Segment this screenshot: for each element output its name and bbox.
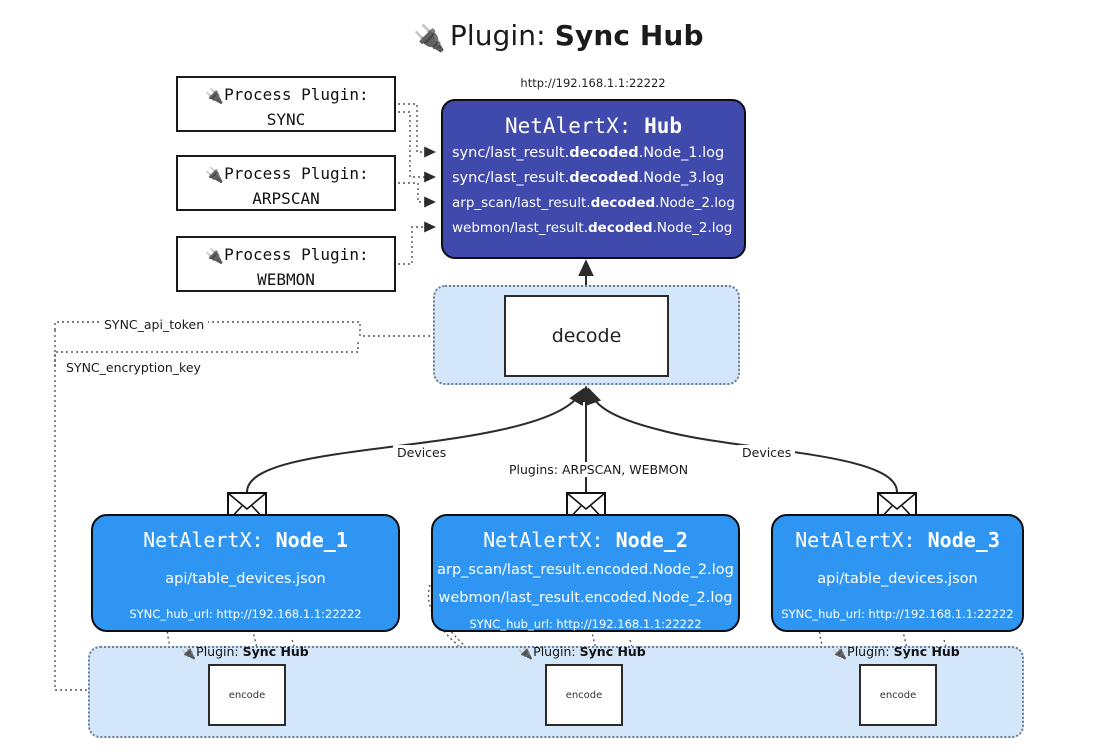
plugin-cluster-node-1: 🔌Plugin: Sync Hub encode	[145, 644, 345, 738]
hub-log-post: .Node_2.log	[655, 195, 735, 211]
process-plugin-name: WEBMON	[257, 270, 315, 289]
process-plugin-sync-box[interactable]: 🔌Process Plugin: SYNC	[176, 76, 396, 132]
process-plugin-webmon-box[interactable]: 🔌Process Plugin: WEBMON	[176, 236, 396, 292]
page-title-name: Sync Hub	[554, 19, 704, 52]
hub-log-line: sync/last_result.decoded.Node_1.log	[443, 141, 744, 166]
process-plugin-name: ARPSCAN	[252, 189, 320, 208]
encode-box[interactable]: encode	[208, 664, 286, 726]
hub-title: NetAlertX: Hub	[443, 111, 744, 141]
node-hub-url-label: SYNC_hub_url: http://192.168.1.1:22222	[781, 607, 1014, 621]
process-plugin-title: Process Plugin:	[224, 85, 369, 104]
hub-node[interactable]: NetAlertX: Hub sync/last_result.decoded.…	[441, 99, 746, 259]
process-plugin-label: 🔌Process Plugin:	[178, 83, 394, 108]
plugin-cluster-node-3: 🔌Plugin: Sync Hub encode	[796, 644, 996, 738]
page-title: 🔌Plugin: Sync Hub	[0, 16, 1117, 59]
process-plugin-title: Process Plugin:	[224, 164, 369, 183]
hub-log-post: .Node_2.log	[652, 220, 733, 236]
plugin-cluster-label: 🔌Plugin: Sync Hub	[482, 644, 682, 660]
hub-log-strong: decoded	[590, 195, 656, 211]
hub-log-line: webmon/last_result.decoded.Node_2.log	[443, 216, 744, 241]
process-plugin-label: 🔌Process Plugin:	[178, 162, 394, 187]
hub-title-prefix: NetAlertX:	[504, 114, 632, 138]
plugin-cluster-name: Sync Hub	[579, 644, 646, 659]
node-hub-url-label: SYNC_hub_url: http://192.168.1.1:22222	[469, 617, 702, 631]
plugin-cluster-prefix: Plugin:	[847, 644, 890, 659]
hub-log-strong: decoded	[569, 145, 639, 161]
node-title-prefix: NetAlertX:	[483, 528, 604, 552]
node-title-name: Node_1	[275, 528, 348, 552]
node-resource-line: api/table_devices.json	[817, 571, 978, 587]
node-title-prefix: NetAlertX:	[795, 528, 916, 552]
edge-label-encryption-key: SYNC_encryption_key	[62, 360, 205, 375]
hub-log-pre: sync/last_result.	[452, 170, 570, 186]
node-title-name: Node_2	[615, 528, 688, 552]
hub-url-label: http://192.168.1.1:22222	[520, 76, 666, 90]
plug-icon: 🔌	[205, 247, 225, 265]
plugin-cluster-label: 🔌Plugin: Sync Hub	[796, 644, 996, 660]
hub-log-pre: webmon/last_result.	[452, 220, 589, 236]
hub-log-post: .Node_1.log	[638, 145, 725, 161]
node-resource-line: arp_scan/last_result.encoded.Node_2.log	[437, 562, 734, 578]
decode-box[interactable]: decode	[504, 295, 669, 377]
node-title: NetAlertX: Node_1	[93, 524, 398, 556]
node-resource-line: webmon/last_result.encoded.Node_2.log	[438, 590, 733, 606]
process-plugin-arpscan-box[interactable]: 🔌Process Plugin: ARPSCAN	[176, 155, 396, 211]
hub-log-pre: arp_scan/last_result.	[452, 195, 591, 211]
process-plugin-name: SYNC	[266, 110, 306, 129]
node-title: NetAlertX: Node_3	[773, 524, 1022, 556]
plug-icon: 🔌	[832, 646, 848, 660]
node-box-node-3[interactable]: NetAlertX: Node_3 api/table_devices.json…	[771, 514, 1024, 632]
edge-label-devices-left: Devices	[393, 445, 451, 460]
node-title: NetAlertX: Node_2	[433, 524, 738, 556]
plugin-cluster-name: Sync Hub	[893, 644, 960, 659]
node-title-prefix: NetAlertX:	[143, 528, 264, 552]
encode-box[interactable]: encode	[859, 664, 937, 726]
node-box-node-2[interactable]: NetAlertX: Node_2 arp_scan/last_result.e…	[431, 514, 740, 632]
hub-log-pre: sync/last_result.	[452, 145, 570, 161]
page-title-prefix: Plugin:	[449, 19, 546, 52]
edge-label-plugins-mid: Plugins: ARPSCAN, WEBMON	[505, 462, 693, 477]
plug-icon: 🔌	[518, 646, 534, 660]
hub-log-post: .Node_3.log	[638, 170, 725, 186]
encode-box[interactable]: encode	[545, 664, 623, 726]
hub-title-name: Hub	[644, 114, 683, 138]
plug-icon: 🔌	[205, 166, 225, 184]
plug-icon: 🔌	[413, 24, 446, 54]
node-hub-url-label: SYNC_hub_url: http://192.168.1.1:22222	[129, 607, 362, 621]
process-plugin-label: 🔌Process Plugin:	[178, 243, 394, 268]
plugin-cluster-name: Sync Hub	[242, 644, 309, 659]
hub-log-line: sync/last_result.decoded.Node_3.log	[443, 166, 744, 191]
edge-label-devices-right: Devices	[738, 445, 796, 460]
node-resource-line: api/table_devices.json	[165, 571, 326, 587]
plugin-cluster-node-2: 🔌Plugin: Sync Hub encode	[482, 644, 682, 738]
process-plugin-title: Process Plugin:	[224, 245, 369, 264]
plugin-cluster-prefix: Plugin:	[533, 644, 576, 659]
plug-icon: 🔌	[181, 646, 197, 660]
node-title-name: Node_3	[927, 528, 1000, 552]
plugin-cluster-prefix: Plugin:	[196, 644, 239, 659]
hub-log-strong: decoded	[569, 170, 639, 186]
edge-label-api-token: SYNC_api_token	[100, 317, 209, 332]
node-box-node-1[interactable]: NetAlertX: Node_1 api/table_devices.json…	[91, 514, 400, 632]
plugin-cluster-label: 🔌Plugin: Sync Hub	[145, 644, 345, 660]
plug-icon: 🔌	[205, 87, 225, 105]
hub-log-line: arp_scan/last_result.decoded.Node_2.log	[443, 191, 744, 216]
hub-log-strong: decoded	[588, 220, 653, 236]
